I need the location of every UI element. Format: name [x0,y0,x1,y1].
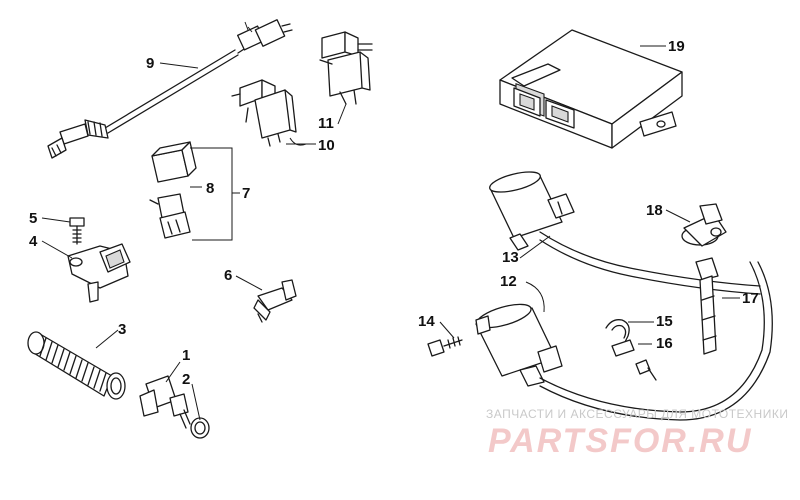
callout-19: 19 [668,38,685,55]
callout-labels: 1 2 3 4 5 6 7 8 9 10 11 12 13 14 15 16 1… [29,38,759,388]
part-12-ignition-coil [475,303,563,387]
part-7-relay-connector [149,193,191,239]
callout-4: 4 [29,233,38,250]
part-15-clamp [605,319,635,357]
callout-15: 15 [656,313,673,330]
callout-17: 17 [742,290,759,307]
part-14-bolt [427,336,463,357]
callout-3: 3 [118,321,126,338]
part-19-ecu [499,29,683,149]
bracket-7 [190,147,240,241]
part-13-ignition-coil [489,171,575,251]
callout-14: 14 [418,313,435,330]
part-9-oxygen-sensor [47,19,293,159]
part-16-bolt [635,359,657,381]
watermark-logo: PARTSFOR.RU [488,422,752,460]
ignition-lead-12 [539,261,773,421]
part-2-sealing-washer [190,417,210,439]
callout-13: 13 [502,249,519,266]
callout-12: 12 [500,273,517,290]
callout-9: 9 [146,55,154,72]
part-17-spark-plug-boot [695,257,719,355]
part-18-spark-plug-cap [681,203,727,247]
callout-6: 6 [224,267,232,284]
callout-11: 11 [318,115,334,132]
part-5-bolt [69,217,85,245]
part-8-relay [151,141,197,183]
callout-8: 8 [206,180,214,197]
part-10-solenoid-valve [231,79,297,147]
callout-1: 1 [182,347,190,364]
callout-10: 10 [318,137,335,154]
part-11-solenoid-valve [319,31,373,105]
callout-16: 16 [656,335,673,352]
callout-2: 2 [182,371,190,388]
callout-7: 7 [242,185,250,202]
ignition-lead-13 [539,231,761,295]
watermark: ЗАПЧАСТИ И АКСЕССУАРЫ ДЛЯ МОТОТЕХНИКИ PA… [486,407,788,460]
leader-lines [41,21,740,421]
part-3-protective-sleeve [27,331,126,400]
watermark-tagline: ЗАПЧАСТИ И АКСЕССУАРЫ ДЛЯ МОТОТЕХНИКИ [486,407,788,421]
part-6-pressure-switch [253,279,297,323]
callout-18: 18 [646,202,663,219]
callout-5: 5 [29,210,37,227]
part-1-temperature-sensor [139,375,191,429]
part-4-map-sensor [67,243,131,303]
